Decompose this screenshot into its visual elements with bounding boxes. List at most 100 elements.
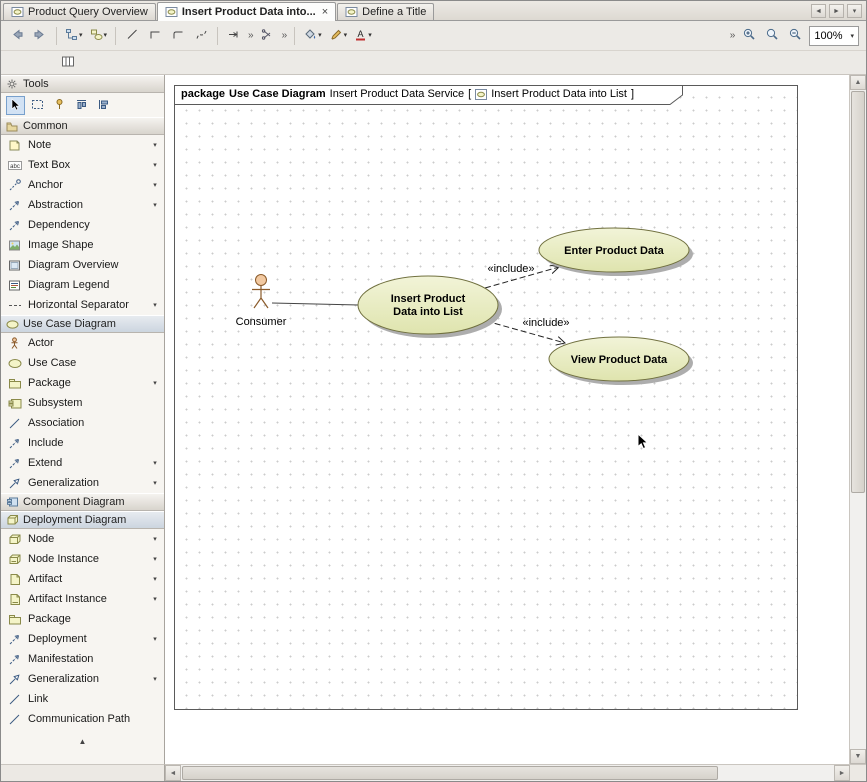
palette-item-artifact[interactable]: Artifact ▾ [1,569,164,589]
palette-collapse-button[interactable]: ▲ [1,734,164,748]
line-color-dropdown[interactable]: ▾ [326,25,351,47]
palette-item-diagram-legend[interactable]: Diagram Legend [1,275,164,295]
fill-color-dropdown[interactable]: ▾ [300,25,325,47]
palette-item-diagram-overview[interactable]: Diagram Overview [1,255,164,275]
diagram-frame[interactable]: package Use Case Diagram Insert Product … [174,85,798,710]
association-line[interactable] [272,303,359,305]
vertical-scroll-track[interactable] [850,494,866,749]
back-button[interactable] [6,25,28,47]
tab-insert-product-data-into[interactable]: Insert Product Data into... × [157,2,336,21]
palette-item-dropdown-icon[interactable]: ▾ [150,181,160,189]
zoom-level-combobox[interactable]: 100% ▾ [809,26,859,46]
palette-item-generalization[interactable]: Generalization ▾ [1,473,164,493]
zoom-out-button[interactable] [784,25,806,47]
palette-item-association[interactable]: Association [1,413,164,433]
palette-item-package[interactable]: Package ▾ [1,373,164,393]
palette-item-dropdown-icon[interactable]: ▾ [150,479,160,487]
scroll-down-button[interactable]: ▼ [850,749,866,764]
path-style-rounded-button[interactable] [167,25,189,47]
palette-item-dropdown-icon[interactable]: ▾ [150,635,160,643]
select-tool-button[interactable] [6,96,25,115]
palette-item-dependency[interactable]: Dependency [1,215,164,235]
palette-item-image-shape[interactable]: Image Shape [1,235,164,255]
palette-item-deployment[interactable]: Deployment ▾ [1,629,164,649]
palette-sections: Tools Common Note ▾ abc Text Box ▾ Ancho… [1,75,164,729]
zoom-reset-button[interactable] [761,25,783,47]
palette-section-header[interactable]: Tools [1,75,164,93]
palette-item-manifestation[interactable]: Manifestation [1,649,164,669]
sticky-mode-tool-button[interactable] [50,96,69,115]
marquee-select-tool-button[interactable] [28,96,47,115]
align-horizontal-tool-button[interactable] [94,96,113,115]
use-case-insert-product-data[interactable]: Insert Product Data into List [358,276,502,338]
path-style-oblique-button[interactable] [121,25,143,47]
palette-item-abstraction[interactable]: Abstraction ▾ [1,195,164,215]
palette-item-communication-path[interactable]: Communication Path [1,709,164,729]
palette-item-horizontal-separator[interactable]: Horizontal Separator ▾ [1,295,164,315]
actor-consumer[interactable]: Consumer [236,275,287,329]
palette-item-dropdown-icon[interactable]: ▾ [150,161,160,169]
palette-item-actor[interactable]: Actor [1,333,164,353]
split-path-button[interactable] [257,25,279,47]
palette-section-header[interactable]: Use Case Diagram [1,315,164,333]
palette-item-dropdown-icon[interactable]: ▾ [150,379,160,387]
horizontal-scroll-thumb[interactable] [182,766,718,780]
show-path-button[interactable] [223,25,245,47]
vertical-scroll-thumb[interactable] [851,91,865,493]
scroll-right-button[interactable]: ► [834,765,850,781]
structure-tools-dropdown[interactable]: ▾ [62,25,86,47]
palette-section-header[interactable]: Common [1,117,164,135]
palette-item-package[interactable]: Package [1,609,164,629]
palette-item-dropdown-icon[interactable]: ▾ [150,301,160,309]
palette-item-extend[interactable]: Extend ▾ [1,453,164,473]
palette-item-artifact-instance[interactable]: Artifact Instance ▾ [1,589,164,609]
group-overflow-button[interactable]: » [246,25,256,47]
palette-item-dropdown-icon[interactable]: ▾ [150,201,160,209]
arrow-up-icon: ▲ [855,79,862,86]
tab-close-icon[interactable]: × [322,6,328,18]
scroll-left-button[interactable]: ◄ [165,765,181,781]
palette-item-node-instance[interactable]: Node Instance ▾ [1,549,164,569]
palette-item-dropdown-icon[interactable]: ▾ [150,675,160,683]
path-style-spline-button[interactable] [190,25,212,47]
vertical-scrollbar[interactable]: ▲ ▼ [849,75,866,764]
palette-item-text-box[interactable]: abc Text Box ▾ [1,155,164,175]
diagram-tab-icon [345,6,358,18]
align-vertical-tool-button[interactable] [72,96,91,115]
palette-item-use-case[interactable]: Use Case [1,353,164,373]
shape-tools-dropdown[interactable]: ▾ [87,25,111,47]
horizontal-scrollbar[interactable]: ◄ ► [165,764,850,781]
palette-item-dropdown-icon[interactable]: ▾ [150,459,160,467]
palette-item-dropdown-icon[interactable]: ▾ [150,535,160,543]
palette-section-header[interactable]: Component Diagram [1,493,164,511]
tab-list-button[interactable]: ▾ [847,4,862,18]
group-overflow-button[interactable]: » [280,25,290,47]
use-case-view-product-data[interactable]: View Product Data [549,337,693,385]
palette-item-generalization[interactable]: Generalization ▾ [1,669,164,689]
palette-item-include[interactable]: Include [1,433,164,453]
palette-item-anchor[interactable]: Anchor ▾ [1,175,164,195]
font-color-dropdown[interactable]: A▾ [351,25,375,47]
palette-item-link[interactable]: Link [1,689,164,709]
toolbar-overflow-button[interactable]: » [728,25,738,47]
zoom-in-button[interactable] [738,25,760,47]
use-case-enter-product-data[interactable]: Enter Product Data [539,228,693,276]
palette-item-dropdown-icon[interactable]: ▾ [150,595,160,603]
path-style-rectilinear-button[interactable] [144,25,166,47]
palette-item-note[interactable]: Note ▾ [1,135,164,155]
scroll-up-button[interactable]: ▲ [850,75,866,90]
horizontal-scroll-track[interactable] [719,765,834,781]
palette-item-dropdown-icon[interactable]: ▾ [150,555,160,563]
tab-scroll-right-button[interactable]: ► [829,4,844,18]
palette-item-subsystem[interactable]: Subsystem [1,393,164,413]
palette-item-node[interactable]: Node ▾ [1,529,164,549]
swimlane-grid-button[interactable] [57,52,79,74]
tab-product-query-overview[interactable]: Product Query Overview [3,3,156,20]
palette-section-header[interactable]: Deployment Diagram [1,511,164,529]
tab-scroll-left-button[interactable]: ◄ [811,4,826,18]
palette-item-dropdown-icon[interactable]: ▾ [150,141,160,149]
tab-define-a-title[interactable]: Define a Title [337,3,434,20]
diagram-canvas-area[interactable]: package Use Case Diagram Insert Product … [165,75,849,764]
forward-button[interactable] [29,25,51,47]
palette-item-dropdown-icon[interactable]: ▾ [150,575,160,583]
